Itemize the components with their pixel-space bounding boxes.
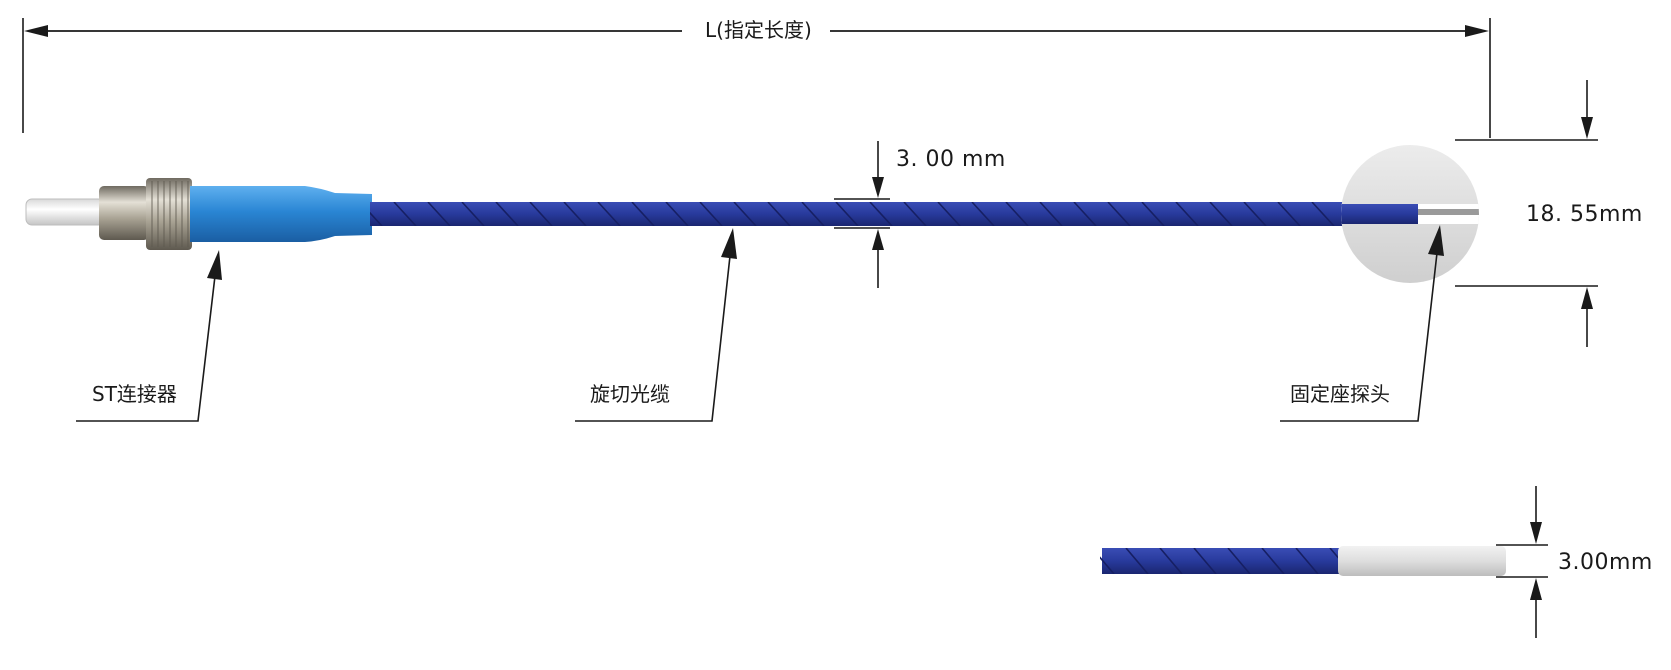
side-cable-stripes [1100,548,1340,574]
probe-label: 固定座探头 [1290,382,1390,406]
leader-st-connector-arrow [207,250,222,280]
cable-stripe [1175,202,1199,226]
leader-st-connector [76,275,216,422]
probe-thickness-dimension [1496,486,1548,638]
cable-diameter-label: 3. 00 mm [896,147,1006,172]
cable-stripe [1005,202,1029,226]
spiral-cable [370,202,1420,226]
cable-stripe [699,202,723,226]
overall-length-arrow-left [24,25,48,37]
cable-stripe [801,202,825,226]
cable-stripe [1243,202,1267,226]
cable-stripe [1125,548,1149,574]
cable-stripe [1277,202,1301,226]
cable-stripe [427,202,451,226]
cable-dia-arrow-bottom [872,229,884,250]
overall-length-dimension [22,18,1491,138]
cable-stripe [370,211,383,226]
cable-stripe [1141,202,1165,226]
probe-dia-arrow-top [1581,117,1593,139]
cable-diameter-dimension [834,141,890,288]
thickness-arrow-bottom [1530,578,1542,600]
cable-stripe [495,202,519,226]
leader-cable-arrow [721,228,737,259]
cable-stripe [1039,202,1063,226]
cable-stripe [971,202,995,226]
cable-stripe [1100,556,1115,574]
thickness-arrow-top [1530,522,1542,544]
side-cable-body [1102,548,1342,574]
cable-stripe [1193,548,1217,574]
cable-stripe [665,202,689,226]
cable-stripe [903,202,927,226]
probe-slot-fiber [1418,209,1479,215]
cable-stripe [1295,548,1319,574]
probe-disk [1341,145,1479,283]
cable-stripe [597,202,621,226]
cable-stripe [869,202,893,226]
leader-probe-arrow [1428,225,1444,256]
cable-stripe [1073,202,1097,226]
leader-cable [575,255,731,422]
cable-dia-arrow-top [872,177,884,198]
cable-stripe [733,202,757,226]
cable-stripe [563,202,587,226]
overall-length-label: L(指定长度) [697,20,820,40]
cable-body [370,202,1420,226]
probe-dia-arrow-bottom [1581,287,1593,309]
cable-stripe [1261,548,1285,574]
cable-stripe [393,202,417,226]
cable-stripe [1159,548,1183,574]
cable-stripe [767,202,791,226]
overall-length-arrow-right [1465,25,1489,37]
cable-label: 旋切光缆 [590,382,670,406]
knurl-lines [151,181,189,247]
cable-stripe [1227,548,1251,574]
leader-probe [1280,252,1438,422]
probe-thickness-label: 3.00mm [1558,550,1653,575]
cable-stripe [1329,548,1340,562]
cable-stripe [1107,202,1131,226]
cable-stripe [1209,202,1233,226]
probe-slot-cable-end [1341,204,1418,224]
ferrule [25,198,105,226]
callout-leaders [76,225,1444,422]
cable-stripe [461,202,485,226]
cable-stripe [835,202,859,226]
connector-knurled-nut [146,178,192,250]
cable-stripe [1311,202,1335,226]
connector-boot [190,186,372,242]
cable-stripe [631,202,655,226]
connector-metal-body [99,186,149,240]
cable-stripe [529,202,553,226]
st-connector [25,178,372,250]
probe-diameter-label: 18. 55mm [1526,202,1643,227]
cable-stripe [937,202,961,226]
probe-diameter-dimension [1455,80,1598,347]
st-connector-label: ST连接器 [92,382,177,406]
side-view [1100,546,1506,576]
side-probe-body [1338,546,1506,576]
